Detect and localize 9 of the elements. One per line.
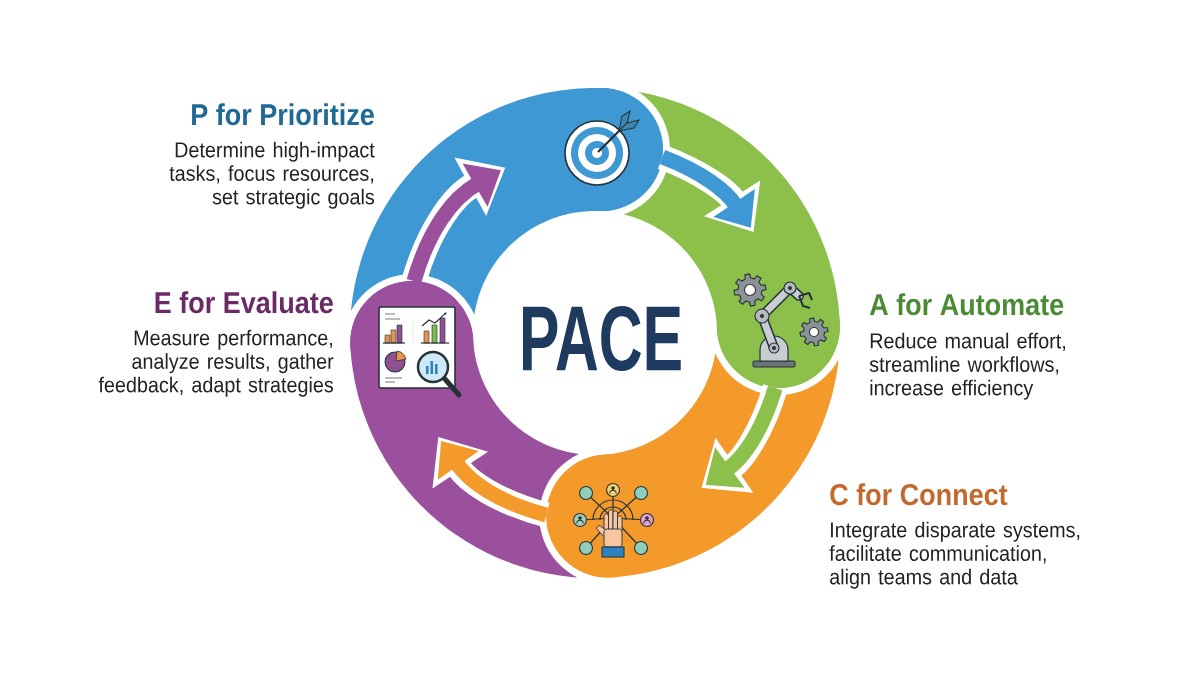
step-description: Integrate disparate systems, facilitate communication, align teams and data: [829, 521, 1080, 589]
step-description: Measure performance, analyze results, gather feedback, adapt strategies: [98, 329, 334, 397]
step-heading: A for Automate: [869, 293, 1064, 316]
step-heading: C for Connect: [830, 483, 1008, 506]
step-heading: E for Evaluate: [155, 291, 333, 314]
step-description: Reduce manual effort, streamline workflows, increase efficiency: [869, 332, 1065, 400]
step-heading: P for Prioritize: [192, 103, 374, 126]
title: PACE: [522, 305, 681, 372]
step-description: Determine high-impact tasks, focus resources, set strategic goals: [169, 141, 375, 209]
